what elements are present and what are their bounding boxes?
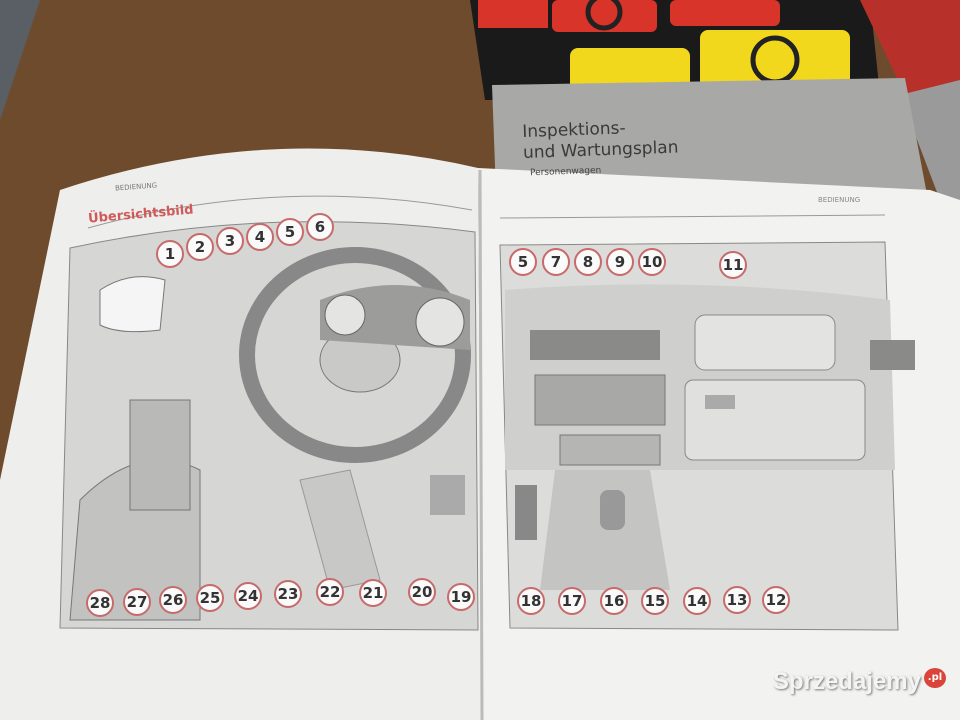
callout-number: 24	[234, 582, 262, 610]
callout-number: 3	[216, 227, 244, 255]
watermark-logo: Sprzedajemy	[772, 668, 921, 695]
callout-number: 8	[574, 248, 602, 276]
right-page-header: BEDIENUNG	[818, 196, 861, 204]
red-booklet	[860, 0, 960, 110]
callout-number: 5	[509, 248, 537, 276]
callout-number: 16	[600, 587, 628, 615]
cockpit-illustration-right	[499, 241, 915, 631]
booklet-title: Inspektions- und Wartungsplan	[522, 117, 679, 164]
callout-number: 18	[517, 587, 545, 615]
callout-number: 7	[542, 248, 570, 276]
callout-number: 11	[719, 251, 747, 279]
callout-number: 12	[762, 586, 790, 614]
callout-number: 23	[274, 580, 302, 608]
callout-number: 19	[447, 583, 475, 611]
callout-number: 15	[641, 587, 669, 615]
callout-number: 13	[723, 586, 751, 614]
callout-number: 1	[156, 240, 184, 268]
watermark-tld: .pl	[924, 668, 946, 688]
callout-number: 17	[558, 587, 586, 615]
callout-number: 27	[123, 588, 151, 616]
warning-lights-booklet	[470, 0, 880, 103]
callout-number: 26	[159, 586, 187, 614]
callout-number: 21	[359, 579, 387, 607]
callout-number: 22	[316, 578, 344, 606]
callout-number: 10	[638, 248, 666, 276]
callout-number: 6	[306, 213, 334, 241]
callout-number: 2	[186, 233, 214, 261]
callout-number: 9	[606, 248, 634, 276]
callout-number: 28	[86, 589, 114, 617]
cockpit-illustration-left	[59, 221, 479, 631]
callout-number: 20	[408, 578, 436, 606]
callout-number: 5	[276, 218, 304, 246]
callout-number: 4	[246, 223, 274, 251]
watermark: Sprzedajemy .pl	[773, 668, 946, 696]
callout-number: 25	[196, 584, 224, 612]
callout-number: 14	[683, 587, 711, 615]
